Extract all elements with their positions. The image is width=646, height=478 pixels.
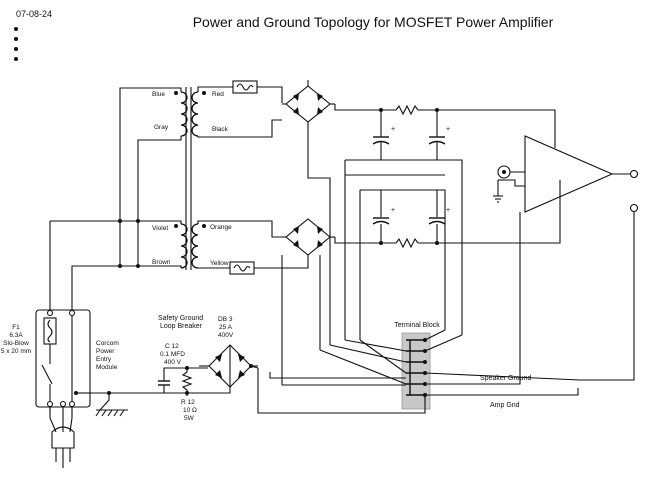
c12-capacitor-icon — [158, 367, 208, 393]
lower-filter-network — [281, 174, 561, 385]
terminal-block-studs — [406, 338, 427, 397]
cap-polarity-1: + — [391, 126, 395, 133]
terminal-block-label: Terminal Block — [394, 322, 440, 329]
cap-polarity-4: + — [446, 207, 450, 214]
lead-label-orange: Orange — [210, 224, 232, 231]
upper-filter-network — [307, 104, 556, 345]
svg-text:6.3A: 6.3A — [9, 332, 23, 339]
svg-text:25 A: 25 A — [219, 324, 233, 331]
secondary-winding-upper — [191, 91, 199, 137]
svg-text:Entry: Entry — [96, 356, 112, 363]
ac-plug-icon — [49, 407, 75, 468]
speaker-ground-label: Speaker Ground — [480, 375, 531, 382]
date-label: 07-08-24 — [16, 9, 52, 19]
lead-label-brown: Brown — [152, 259, 171, 266]
svg-text:5 x 20 mm: 5 x 20 mm — [1, 348, 31, 355]
primary-winding-lower — [180, 223, 188, 269]
entry-module-label: Corcom Power Entry Module — [96, 340, 119, 371]
c12-label: C 12 0.1 MFD 400 V — [160, 343, 185, 366]
svg-text:Module: Module — [96, 364, 118, 371]
loop-breaker-title: Safety Ground Loop Breaker — [158, 315, 203, 330]
svg-text:0.1 MFD: 0.1 MFD — [160, 351, 185, 358]
svg-text:Safety Ground: Safety Ground — [158, 315, 203, 322]
bridge-rectifier-upper — [282, 80, 335, 128]
lead-label-red: Red — [212, 91, 224, 98]
cap-polarity-2: + — [446, 126, 450, 133]
svg-text:10 Ω: 10 Ω — [183, 407, 197, 414]
power-amplifier-triangle — [505, 135, 639, 381]
svg-text:F1: F1 — [12, 324, 20, 331]
secondary-fuse-lower — [229, 255, 283, 275]
vertical-ellipsis-icon[interactable] — [14, 27, 18, 61]
svg-text:Corcom: Corcom — [96, 340, 119, 347]
svg-text:DB 3: DB 3 — [218, 316, 233, 323]
secondary-fuse-upper — [232, 80, 283, 103]
input-jack-icon — [497, 165, 511, 196]
bridge-rectifier-lower — [282, 218, 335, 256]
db3-bridge-rectifier — [187, 344, 259, 394]
chassis-ground-icon — [95, 409, 128, 417]
ground-star-wiring — [257, 212, 581, 414]
lead-label-yellow: Yellow — [210, 260, 229, 267]
lead-label-gray: Gray — [154, 124, 169, 131]
svg-text:5W: 5W — [184, 415, 195, 422]
page-title: Power and Ground Topology for MOSFET Pow… — [193, 14, 554, 30]
lead-label-blue: Blue — [152, 91, 165, 98]
power-transformer — [49, 86, 282, 310]
svg-text:Loop Breaker: Loop Breaker — [160, 323, 203, 330]
svg-text:Power: Power — [96, 348, 115, 355]
db3-label: DB 3 25 A 400V — [218, 316, 234, 339]
svg-text:Slo-Blow: Slo-Blow — [3, 340, 29, 347]
fuse-f1-label: F1 6.3A Slo-Blow 5 x 20 mm — [1, 324, 31, 355]
secondary-winding-lower — [191, 223, 199, 269]
svg-text:400 V: 400 V — [164, 359, 182, 366]
primary-winding-upper — [180, 91, 188, 137]
amp-gnd-label: Amp Gnd — [490, 402, 520, 409]
svg-text:R 12: R 12 — [181, 399, 195, 406]
svg-text:C 12: C 12 — [165, 343, 179, 350]
terminal-block — [401, 332, 431, 410]
cap-polarity-3: + — [391, 207, 395, 214]
svg-text:400V: 400V — [218, 332, 234, 339]
signal-ground-icon — [493, 195, 503, 203]
lead-label-black: Black — [212, 126, 229, 133]
r12-label: R 12 10 Ω 5W — [181, 399, 197, 422]
fuse-f1-icon — [43, 317, 57, 345]
lead-label-violet: Violet — [152, 225, 168, 232]
